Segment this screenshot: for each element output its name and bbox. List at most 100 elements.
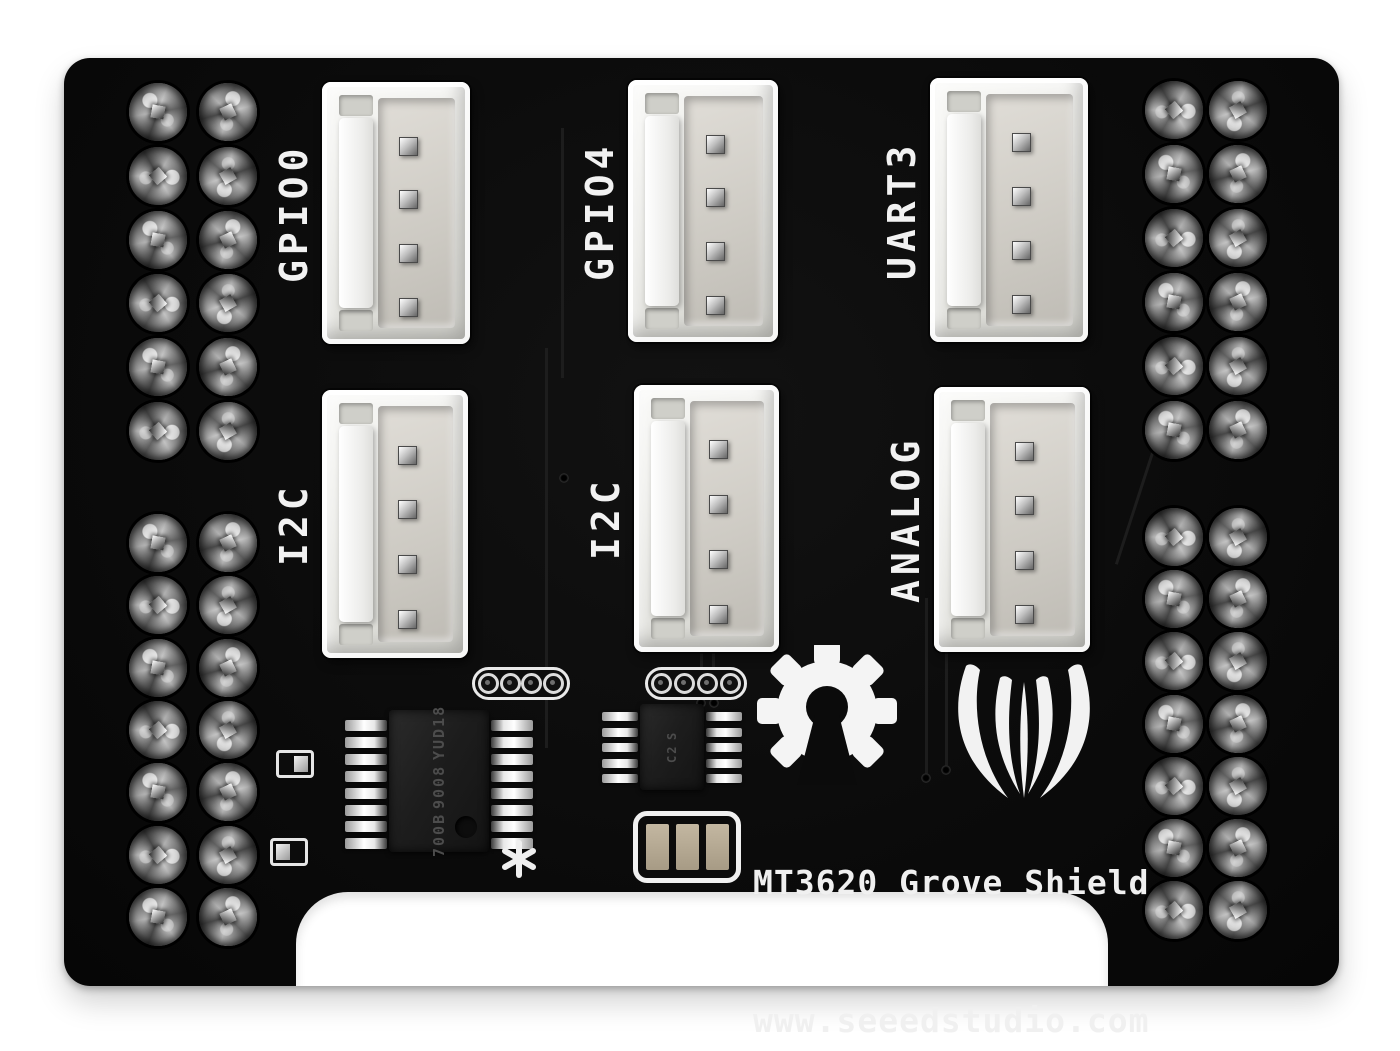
ic-pin: [491, 838, 533, 850]
connector-label: UART3: [880, 140, 924, 280]
connector-pin: [1015, 605, 1034, 624]
ic-pin: [491, 736, 533, 748]
grove-connector-cavity: [378, 98, 455, 328]
ic-pin: [602, 758, 638, 768]
through-hole-pad: [651, 673, 672, 694]
ic-pin: [602, 712, 638, 721]
ic-pin: [706, 758, 742, 768]
grove-connector-cavity: [378, 406, 453, 642]
asterisk-silkscreen-icon: [502, 840, 536, 878]
ic-pin: [491, 804, 533, 816]
solder-pad: [1145, 819, 1203, 877]
jumper-pad: [675, 824, 699, 870]
connector-pin: [399, 190, 418, 209]
jumper-pad-footprint: [633, 811, 741, 883]
unpopulated-header-footprint: [472, 667, 570, 700]
ic-pin: [491, 720, 533, 731]
ic-pin: [345, 804, 387, 816]
connector-pin: [399, 244, 418, 263]
solder-pad: [129, 338, 187, 397]
ic-pin: [345, 787, 387, 799]
ic-pin: [602, 727, 638, 737]
connector-pin: [399, 298, 418, 317]
connector-pin: [398, 610, 417, 629]
seeed-gear-logo-icon: [757, 645, 897, 785]
via: [559, 473, 569, 483]
grove-connector-key: [339, 118, 373, 308]
through-hole-pad: [542, 673, 564, 694]
grove-connector-key: [947, 114, 981, 306]
grove-connector-cavity: [684, 96, 763, 326]
ic-pin: [491, 770, 533, 782]
connector-pin: [1012, 133, 1031, 152]
ic-pin1-dimple: [455, 816, 477, 838]
grove-connector-key: [951, 423, 985, 616]
seeed-leaf-logo-icon: [958, 664, 1090, 798]
jumper-pad: [645, 824, 669, 870]
solder-pad: [1145, 570, 1203, 629]
solder-pad: [129, 210, 187, 269]
connector-pin: [706, 242, 725, 261]
connector-pin: [709, 495, 728, 514]
ic-pin: [602, 743, 638, 753]
ic-pin: [491, 753, 533, 765]
ic-pin: [706, 774, 742, 784]
connector-pin: [398, 446, 417, 465]
via: [941, 765, 951, 775]
solder-pad: [1145, 694, 1203, 753]
ic-pin: [706, 727, 742, 737]
silkscreen-text: MT3620 Grove Shield www.seeedstudio.com …: [753, 768, 1173, 1051]
ic-pin: [345, 838, 387, 850]
ic-pin: [706, 743, 742, 753]
ic-pin: [602, 774, 638, 784]
connector-pin: [399, 137, 418, 156]
solder-pad: [129, 638, 187, 697]
connector-label: GPIO4: [578, 141, 622, 281]
connector-label: I2C: [584, 476, 628, 561]
connector-pin: [1015, 496, 1034, 515]
connector-pin: [1015, 551, 1034, 570]
solder-pad: [1145, 401, 1203, 459]
smd-footprint: [276, 750, 314, 778]
grove-connector-key: [339, 426, 373, 622]
via: [696, 698, 706, 708]
pcb-trace: [925, 598, 928, 776]
solder-pad: [1145, 145, 1203, 203]
grove-connector-analog: ANALOG: [884, 387, 1090, 652]
board-notch: [296, 892, 1108, 986]
jumper-pad: [705, 824, 729, 870]
grove-connector-i2c-1: I2C: [272, 390, 468, 658]
grove-connector-cavity: [690, 401, 764, 636]
via: [921, 773, 931, 783]
ic-pin: [491, 787, 533, 799]
connector-pin: [1015, 442, 1034, 461]
connector-pin: [398, 500, 417, 519]
solder-pad: [1145, 273, 1203, 331]
connector-label: I2C: [272, 482, 316, 566]
ic-pin: [491, 821, 533, 833]
ic-pin: [345, 821, 387, 833]
pcb-trace: [561, 128, 564, 378]
through-hole-pad: [521, 673, 543, 694]
grove-connector-key: [651, 421, 685, 616]
grove-connector-cavity: [990, 403, 1075, 636]
grove-connector-cavity: [986, 94, 1073, 326]
grove-connector-key: [645, 116, 679, 306]
connector-pin: [1012, 187, 1031, 206]
ic-pin: [345, 736, 387, 748]
through-hole-pad: [478, 673, 499, 694]
connector-pin: [709, 550, 728, 569]
ic-pin: [345, 720, 387, 731]
connector-pin: [706, 188, 725, 207]
pcb-trace: [545, 348, 548, 748]
ic-pin: [706, 712, 742, 721]
grove-connector-gpio4: GPIO4: [578, 80, 778, 342]
connector-pin: [709, 605, 728, 624]
connector-pin: [1012, 241, 1031, 260]
connector-label: ANALOG: [884, 435, 928, 604]
grove-connector-i2c-2: I2C: [584, 385, 779, 652]
